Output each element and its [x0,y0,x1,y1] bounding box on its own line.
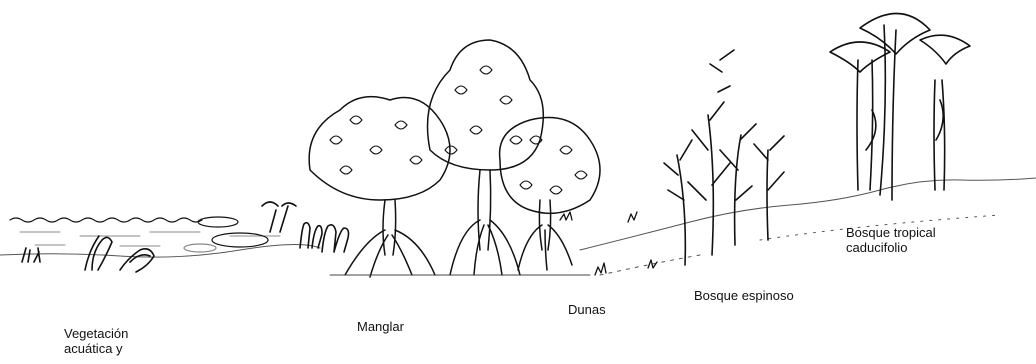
water-surface [10,217,280,252]
label-tropical-deciduous-forest: Bosque tropical caducifolio [846,225,936,255]
aquatic-plants [22,202,349,272]
label-dunes: Dunas [568,302,606,317]
tropical-forest-trees [830,13,970,200]
label-tropical-line2: caducifolio [846,240,936,255]
label-aquatic-vegetation: Vegetación acuática y [64,326,128,356]
label-mangrove: Manglar [357,319,404,334]
dune-grasses [560,212,657,275]
label-tropical-line1: Bosque tropical [846,225,936,240]
mangrove-trees [309,40,600,277]
label-thorn-forest: Bosque espinoso [694,288,794,303]
thorn-forest-trees [664,50,784,265]
label-aquatic-line1: Vegetación [64,326,128,341]
label-aquatic-line2: acuática y [64,341,128,356]
